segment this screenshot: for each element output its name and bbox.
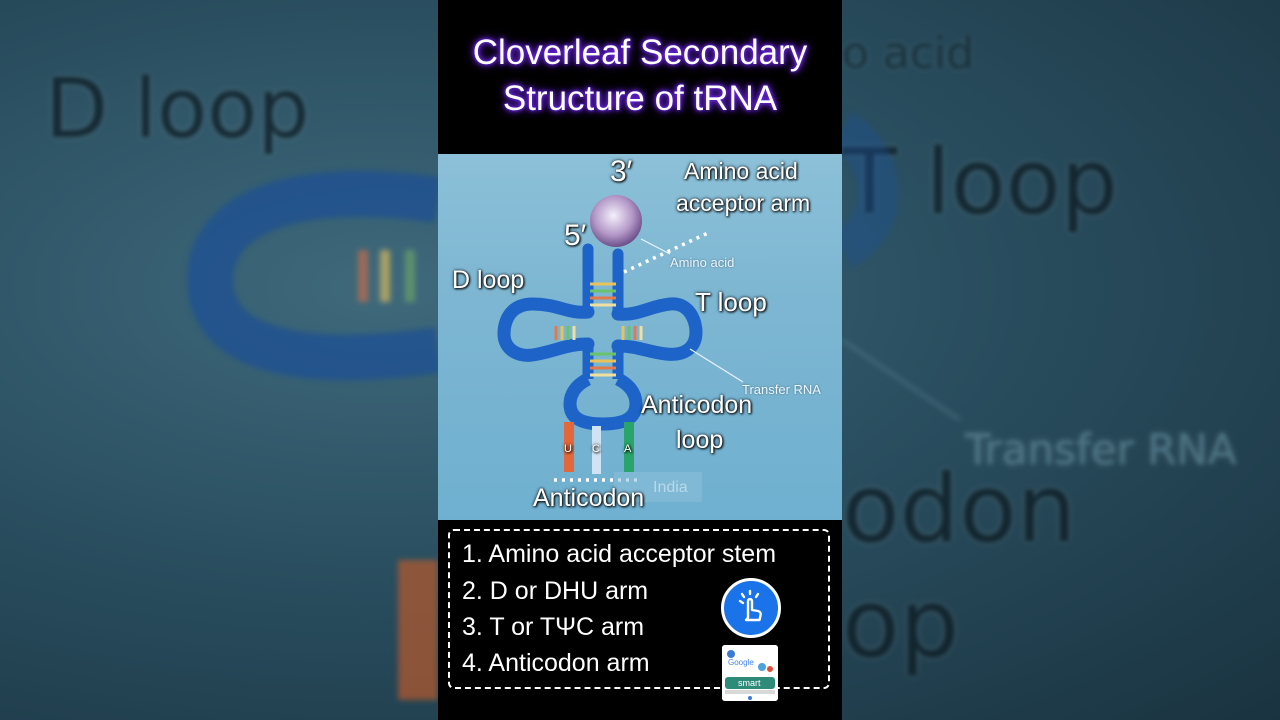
- video-frame: Cloverleaf Secondary Structure of tRNA: [438, 0, 842, 720]
- title-line-2: Structure of tRNA: [502, 79, 778, 118]
- d-loop-label: D loop: [452, 266, 525, 294]
- logo-graphic: [722, 645, 778, 701]
- base-c-label: C: [592, 443, 600, 455]
- bg-amino-acid-text: o acid: [842, 28, 975, 79]
- d-arm-loop: [497, 297, 595, 362]
- tap-hand-icon: [738, 589, 762, 622]
- base-u-label: U: [564, 443, 572, 455]
- title-line-1: Cloverleaf Secondary: [472, 33, 808, 72]
- anticodon-label: Anticodon: [533, 484, 645, 512]
- logo-google-text: Google: [728, 658, 754, 667]
- base-c-bar: [592, 426, 601, 474]
- amino-acid-label: Amino acid: [670, 255, 735, 270]
- amino-acid-sphere: [590, 195, 642, 247]
- t-arm-loop: [611, 297, 703, 361]
- channel-logo-icon: Google smart: [722, 645, 778, 701]
- anticodon-stem: [582, 344, 624, 379]
- tap-button[interactable]: [721, 578, 781, 638]
- anticodon-loop-label-line2: loop: [676, 426, 724, 454]
- transfer-rna-pointer-line: [689, 348, 744, 383]
- transfer-rna-label: Transfer RNA: [742, 382, 821, 397]
- base-a-label: A: [624, 443, 632, 455]
- list-item: 4. Anticodon arm: [462, 649, 650, 677]
- acceptor-arm-label-line2: acceptor arm: [676, 190, 811, 216]
- bg-transfer-rna-text: Transfer RNA: [965, 425, 1237, 474]
- list-item: 2. D or DHU arm: [462, 577, 649, 605]
- watermark-text: India: [653, 479, 688, 496]
- list-item: 1. Amino acid acceptor stem: [462, 540, 777, 568]
- t-loop-label: T loop: [695, 287, 767, 317]
- page-title: Cloverleaf Secondary Structure of tRNA: [438, 30, 842, 122]
- anticodon-loop: [563, 373, 643, 431]
- logo-smart-text: smart: [738, 678, 761, 688]
- t-arm-base-pairs: [621, 326, 643, 340]
- five-prime-label: 5′: [564, 219, 587, 252]
- bg-d-loop-text: D loop: [45, 62, 310, 157]
- anticodon-stem-base-pairs: [590, 352, 616, 377]
- arms-list: 1. Amino acid acceptor stem 2. D or DHU …: [448, 529, 830, 689]
- acceptor-base-pairs: [590, 282, 616, 307]
- trna-diagram: 3′ 5′ Amino acid acceptor arm Amino acid…: [438, 154, 842, 520]
- d-arm-base-pairs: [554, 326, 576, 340]
- base-u-bar: [564, 422, 574, 472]
- base-a-bar: [624, 422, 634, 472]
- bg-t-loop-text: T loop: [842, 130, 1118, 235]
- list-item: 3. T or TΨC arm: [462, 613, 645, 641]
- trna-cloverleaf-drawing: [497, 195, 744, 502]
- amino-acid-pointer-line: [640, 238, 671, 255]
- bg-loop-text: op: [842, 570, 960, 679]
- three-prime-label: 3′: [610, 155, 633, 188]
- acceptor-arm-label-line1: Amino acid: [684, 158, 798, 184]
- watermark-box: [614, 472, 702, 502]
- bg-codon-text: odon: [842, 455, 1077, 564]
- anticodon-loop-label-line1: Anticodon: [641, 391, 753, 419]
